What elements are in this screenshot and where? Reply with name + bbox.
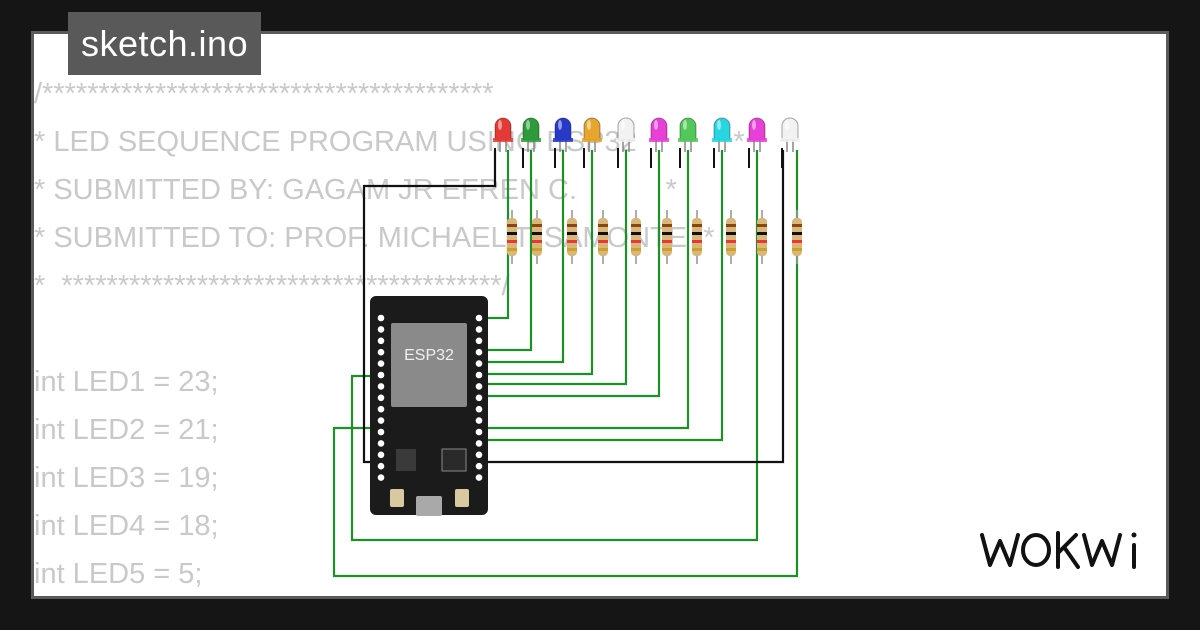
green-wire xyxy=(484,150,661,398)
wires xyxy=(332,148,799,578)
green-wire xyxy=(332,150,799,578)
pin xyxy=(475,326,483,333)
green-wire xyxy=(484,150,594,376)
pin xyxy=(377,371,385,379)
wokwi-logo-mark xyxy=(980,531,1137,569)
green-wire xyxy=(484,150,565,364)
green-wire xyxy=(350,150,759,542)
pin xyxy=(377,360,385,367)
resistor xyxy=(532,210,542,264)
pin xyxy=(377,428,385,436)
pin xyxy=(475,371,483,379)
resistor xyxy=(662,210,672,264)
resistor xyxy=(726,210,736,264)
pin xyxy=(377,440,385,447)
led xyxy=(780,117,800,152)
boot-button[interactable] xyxy=(390,489,404,507)
pin xyxy=(377,417,385,424)
esp32-chip-label: ESP32 xyxy=(404,347,454,364)
pin xyxy=(475,462,483,470)
pin xyxy=(475,474,483,481)
resistor xyxy=(792,210,802,264)
pin xyxy=(377,451,385,459)
voltage-regulator xyxy=(396,449,416,471)
green-wire xyxy=(484,150,724,442)
pin xyxy=(377,394,385,402)
wokwi-logo xyxy=(978,527,1148,578)
led xyxy=(553,117,573,152)
pin-header-left xyxy=(377,314,385,481)
leds xyxy=(493,117,800,152)
resistor xyxy=(631,210,641,264)
pin xyxy=(475,440,483,447)
pin xyxy=(475,348,483,356)
resistor xyxy=(567,210,577,264)
usb-port xyxy=(416,496,442,516)
resistor xyxy=(692,210,702,264)
pin xyxy=(475,405,483,413)
green-wire xyxy=(484,150,533,352)
pin xyxy=(475,428,483,436)
led xyxy=(712,117,732,152)
pin xyxy=(377,314,385,322)
pin xyxy=(475,383,483,390)
green-wire xyxy=(484,150,510,320)
pin xyxy=(475,417,483,424)
pin xyxy=(377,405,385,413)
pin xyxy=(475,394,483,402)
resistors xyxy=(507,210,802,264)
led xyxy=(521,117,541,152)
pin xyxy=(377,462,385,470)
code-listing: /***************************************… xyxy=(34,70,745,598)
esp32-board[interactable]: ESP32 xyxy=(370,296,488,516)
esp32-module xyxy=(391,323,467,407)
pin xyxy=(475,314,483,322)
code-line: * SUBMITTED TO: PROF. MICHAEL T. SAMONTE… xyxy=(34,222,715,254)
led xyxy=(616,117,636,152)
pin xyxy=(475,451,483,459)
pin xyxy=(377,474,385,481)
pin-header-right xyxy=(475,314,483,481)
pin xyxy=(377,383,385,390)
pin xyxy=(377,337,385,345)
code-line: int LED2 = 21; xyxy=(34,414,219,446)
pin xyxy=(475,337,483,345)
led xyxy=(747,117,767,152)
pin xyxy=(377,348,385,356)
resistor xyxy=(507,210,517,264)
ground-wire xyxy=(484,150,785,464)
ground-wire xyxy=(362,150,497,464)
led xyxy=(582,117,602,152)
code-line: int LED5 = 5; xyxy=(34,558,203,590)
reset-button[interactable] xyxy=(455,489,469,507)
file-tab[interactable]: sketch.ino xyxy=(68,12,262,75)
code-line: /***************************************… xyxy=(34,78,494,110)
green-wire xyxy=(484,150,690,430)
resistor xyxy=(598,210,608,264)
pin xyxy=(377,326,385,333)
usb-uart-chip xyxy=(441,448,467,472)
code-line: int LED1 = 23; xyxy=(34,366,219,398)
led xyxy=(678,117,698,152)
code-line: int LED4 = 18; xyxy=(34,510,219,542)
code-line: int LED3 = 19; xyxy=(34,462,219,494)
file-tab-label: sketch.ino xyxy=(81,23,249,64)
pin xyxy=(475,360,483,367)
led xyxy=(649,117,669,152)
green-wire xyxy=(484,150,628,386)
resistor xyxy=(757,210,767,264)
led xyxy=(493,117,513,152)
